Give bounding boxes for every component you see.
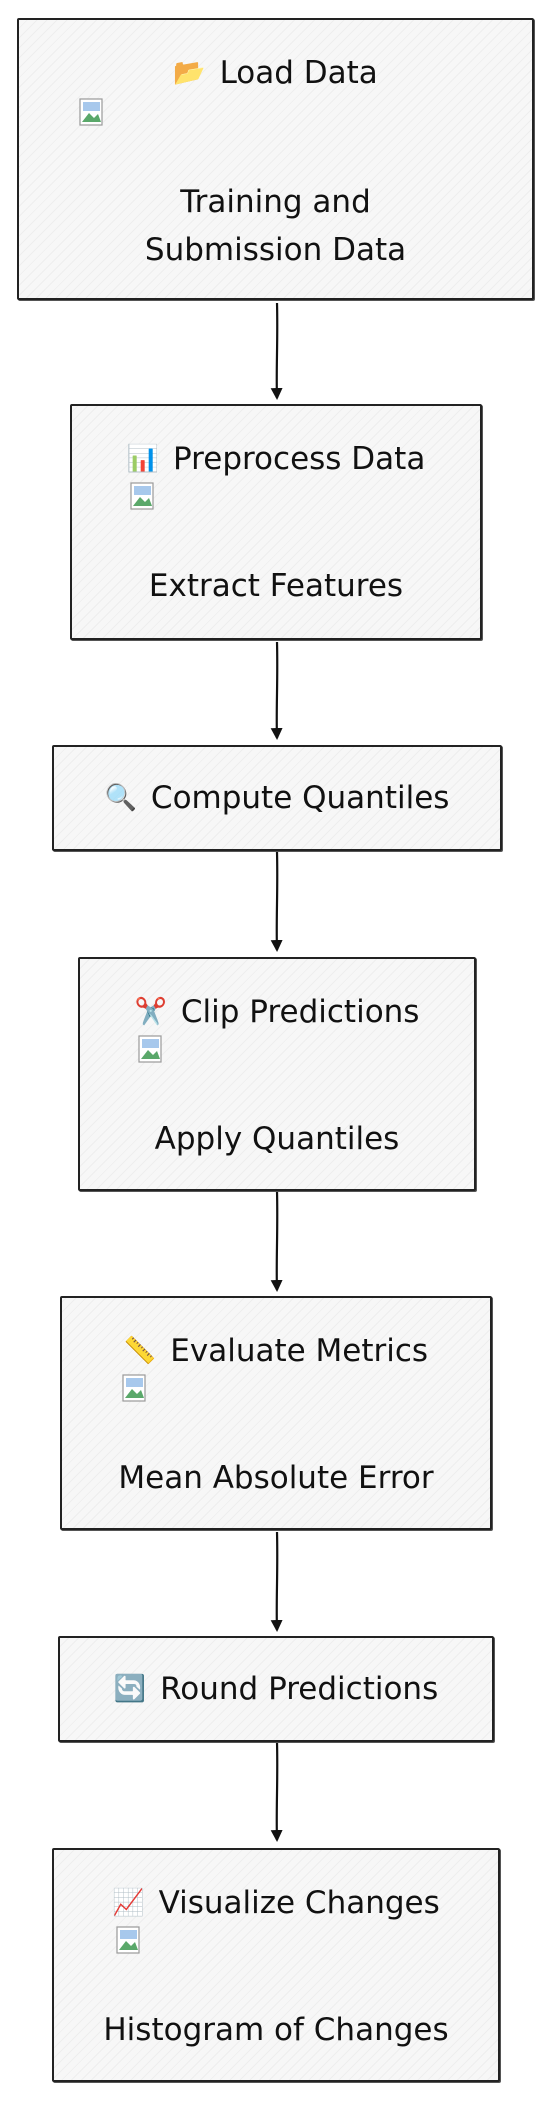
node-title-text: Evaluate Metrics [170, 1333, 429, 1369]
node-title: 📂 Load Data [19, 54, 532, 92]
broken-image-icon [116, 1926, 140, 1954]
node-title-text: Compute Quantiles [150, 780, 450, 816]
node-visualize-changes: 📈 Visualize Changes Histogram of Changes [52, 1848, 500, 2082]
folder-icon: 📂 [173, 58, 206, 88]
broken-image-icon [79, 98, 103, 126]
arrow-round-to-visualize [270, 1741, 283, 1842]
node-title: ✂️ Clip Predictions [80, 993, 474, 1031]
node-title-text: Preprocess Data [173, 441, 426, 477]
node-title: 📊 Preprocess Data [72, 440, 480, 478]
arrow-clip-to-evaluate [270, 1190, 283, 1292]
node-title: 📈 Visualize Changes [54, 1884, 498, 1922]
node-title: 📏 Evaluate Metrics [62, 1332, 490, 1370]
arrow-evaluate-to-round [270, 1531, 283, 1632]
node-subtitle: Mean Absolute Error [118, 1460, 434, 1496]
node-title-text: Round Predictions [160, 1671, 439, 1707]
node-title-text: Visualize Changes [158, 1885, 440, 1921]
bar-chart-icon: 📊 [126, 444, 160, 474]
node-preprocess-data: 📊 Preprocess Data Extract Features [70, 404, 482, 640]
ruler-icon: 📏 [123, 1336, 157, 1366]
node-compute-quantiles: 🔍 Compute Quantiles [52, 745, 502, 851]
line-chart-icon: 📈 [112, 1888, 145, 1918]
node-title-text: Clip Predictions [180, 994, 420, 1030]
node-subtitle: Extract Features [148, 568, 404, 604]
scissors-icon: ✂️ [134, 997, 167, 1027]
broken-image-icon [122, 1374, 146, 1402]
node-clip-predictions: ✂️ Clip Predictions Apply Quantiles [78, 957, 476, 1191]
arrow-preprocess-to-quantiles [270, 641, 283, 740]
node-subtitle: Apply Quantiles [154, 1121, 400, 1157]
node-round-predictions: 🔄 Round Predictions [58, 1636, 494, 1742]
node-load-data: 📂 Load Data Training and Submission Data [17, 18, 534, 300]
node-subtitle: Histogram of Changes [103, 2012, 449, 2048]
arrow-load-to-preprocess [270, 302, 283, 400]
node-title: 🔄 Round Predictions [60, 1670, 492, 1708]
arrow-quantiles-to-clip [270, 851, 283, 952]
magnifier-icon: 🔍 [104, 783, 137, 813]
node-title: 🔍 Compute Quantiles [54, 779, 500, 817]
broken-image-icon [138, 1035, 162, 1063]
node-evaluate-metrics: 📏 Evaluate Metrics Mean Absolute Error [60, 1296, 492, 1530]
node-title-text: Load Data [219, 55, 378, 91]
node-subtitle: Training and Submission Data [144, 184, 407, 268]
refresh-icon: 🔄 [113, 1674, 147, 1704]
broken-image-icon [130, 482, 154, 510]
